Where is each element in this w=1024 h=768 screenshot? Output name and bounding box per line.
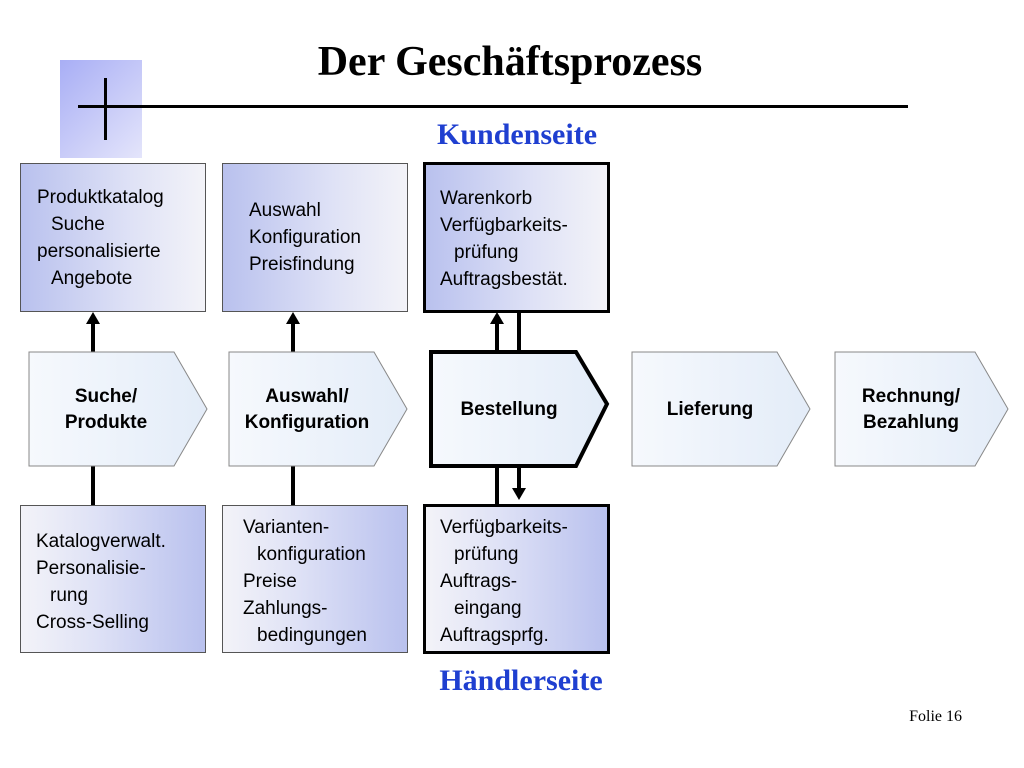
box-text-line: Katalogverwalt. [36, 531, 166, 552]
box-text-line: Produktkatalog [37, 187, 164, 208]
arrowhead-down-3 [512, 488, 526, 500]
title-underline [78, 105, 908, 108]
box-text-line: Verfügbarkeits- [440, 215, 568, 236]
process-step-shape-3 [429, 350, 610, 468]
process-step-shape-2 [228, 351, 408, 467]
process-step-5-line1: Rechnung/ [862, 386, 961, 407]
box-text-line: prüfung [454, 242, 519, 263]
box-text-line: personalisierte [37, 241, 161, 262]
customer-side-label: Kundenseite [436, 118, 598, 151]
process-step-5-line2: Bezahlung [863, 412, 959, 433]
decorative-vertical-line [104, 78, 107, 140]
box-text-line: Preise [243, 571, 297, 592]
process-step-shape-5 [834, 351, 1009, 467]
merchant-box-order: Verfügbarkeits- prüfung Auftrags- eingan… [423, 504, 610, 654]
process-step-shape-4 [631, 351, 811, 467]
box-text-line: Auftrags- [440, 571, 518, 592]
arrowhead-up-2 [286, 312, 300, 324]
arrowhead-up-3 [490, 312, 504, 324]
slide-number: Folie 16 [909, 708, 962, 725]
box-text-line: rung [50, 585, 89, 606]
arrowhead-up-1 [86, 312, 100, 324]
process-step-4-label: Lieferung [667, 399, 754, 420]
customer-box-selection: Auswahl Konfiguration Preisfindung [222, 163, 408, 312]
box-text-line: Verfügbarkeits- [440, 517, 568, 538]
box-text-line: Cross-Selling [36, 612, 149, 633]
box-text-line: Zahlungs- [243, 598, 328, 619]
merchant-side-label: Händlerseite [439, 664, 603, 697]
box-text-line: Warenkorb [440, 188, 533, 209]
merchant-box-catalog: Katalogverwalt. Personalisie- rung Cross… [20, 505, 206, 653]
box-text-line: konfiguration [257, 544, 366, 565]
process-step-2-line1: Auswahl/ [265, 386, 349, 407]
process-step-3-label: Bestellung [460, 399, 557, 420]
box-text-line: Angebote [51, 268, 133, 289]
box-text-line: Varianten- [243, 517, 330, 538]
box-text-line: Personalisie- [36, 558, 146, 579]
customer-box-order: Warenkorb Verfügbarkeits- prüfung Auftra… [423, 162, 610, 313]
box-text-line: Auswahl [249, 200, 321, 221]
process-step-1-line2: Produkte [65, 412, 147, 433]
process-step-1-line1: Suche/ [75, 386, 138, 407]
merchant-box-configuration: Varianten- konfiguration Preise Zahlungs… [222, 505, 408, 653]
process-step-2-line2: Konfiguration [245, 412, 370, 433]
box-text-line: Auftragsprfg. [440, 625, 549, 646]
box-text-line: Preisfindung [249, 254, 355, 275]
decorative-square [60, 60, 142, 158]
box-text-line: eingang [454, 598, 522, 619]
customer-box-search: Produktkatalog Suche personalisierte Ang… [20, 163, 206, 312]
box-text-line: Auftragsbestät. [440, 269, 568, 290]
box-text-line: Konfiguration [249, 227, 361, 248]
box-text-line: Suche [51, 214, 105, 235]
process-step-shape-1 [28, 351, 208, 467]
box-text-line: prüfung [454, 544, 519, 565]
box-text-line: bedingungen [257, 625, 367, 646]
slide-title: Der Geschäftsprozess [317, 39, 703, 85]
